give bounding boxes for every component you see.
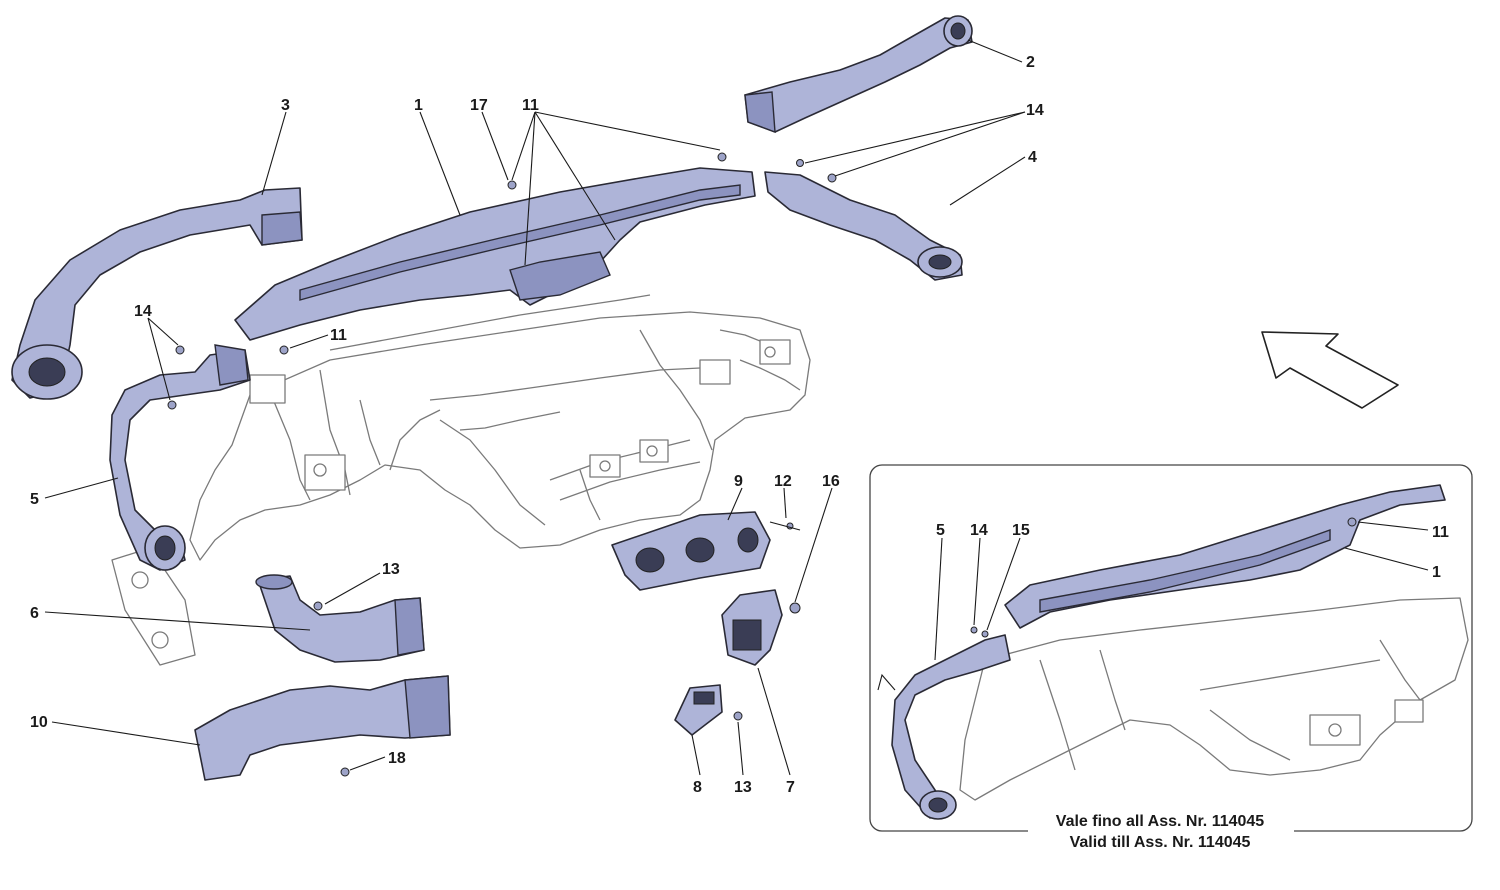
inset-caption-english: Valid till Ass. Nr. 114045 xyxy=(1070,834,1251,851)
callout-4: 4 xyxy=(1028,149,1037,166)
part-9-dual-outlet xyxy=(611,511,771,591)
arrow-icon xyxy=(1261,331,1399,409)
part-10-lower-duct xyxy=(194,675,451,781)
callout-14-left: 14 xyxy=(134,303,152,320)
part-4-right-duct xyxy=(764,171,963,281)
inset-callout-11: 11 xyxy=(1432,524,1449,541)
part-7-outlet xyxy=(721,589,783,666)
leader-lines xyxy=(44,39,1026,776)
callout-9: 9 xyxy=(734,473,743,490)
callout-11-mid: 11 xyxy=(330,327,347,344)
callout-14-right: 14 xyxy=(1026,102,1044,119)
callout-12: 12 xyxy=(774,473,792,490)
part-1-central-duct xyxy=(234,167,756,341)
callout-1: 1 xyxy=(414,97,423,114)
callout-13-bottom: 13 xyxy=(734,779,752,796)
callout-3: 3 xyxy=(281,97,290,114)
part-8-bracket xyxy=(674,684,723,736)
callout-17: 17 xyxy=(470,97,488,114)
inset-callout-1: 1 xyxy=(1432,564,1441,581)
inset-callout-14: 14 xyxy=(970,522,988,539)
part-3-left-duct xyxy=(11,187,303,400)
callout-labels: 1 2 3 4 5 6 7 8 9 10 11 11 12 13 13 14 1… xyxy=(30,54,1044,796)
part-2-upper-duct xyxy=(744,15,973,134)
callout-7: 7 xyxy=(786,779,795,796)
callout-6: 6 xyxy=(30,605,39,622)
inset-panel: 5 14 15 11 1 Vale fino all Ass. Nr. 1140… xyxy=(869,464,1473,852)
part-5-side-duct xyxy=(109,344,251,571)
callout-8: 8 xyxy=(693,779,702,796)
callout-11-top: 11 xyxy=(522,97,539,114)
callout-18: 18 xyxy=(388,750,406,767)
callout-16: 16 xyxy=(822,473,840,490)
inset-callout-15: 15 xyxy=(1012,522,1030,539)
inset-caption-italian: Vale fino all Ass. Nr. 114045 xyxy=(1056,813,1265,830)
callout-13-left: 13 xyxy=(382,561,400,578)
part-6-curved-duct xyxy=(255,574,425,663)
dashboard-frame xyxy=(111,294,811,666)
callout-2: 2 xyxy=(1026,54,1035,71)
callout-10: 10 xyxy=(30,714,48,731)
fasteners xyxy=(167,152,837,777)
inset-callout-5: 5 xyxy=(936,522,945,539)
callout-5: 5 xyxy=(30,491,39,508)
